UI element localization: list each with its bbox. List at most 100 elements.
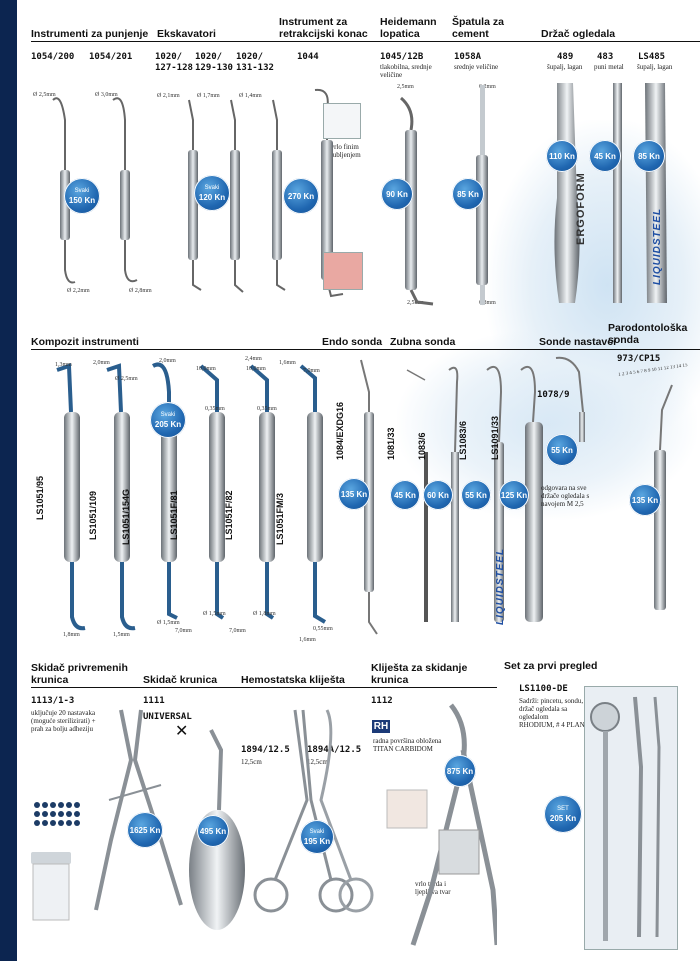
excavator-2 [230, 99, 244, 293]
dimension: 2,0mm [93, 360, 110, 366]
liquidsteel-logo: LIQUIDSTEEL [495, 547, 506, 625]
dimension: 10,0mm [196, 366, 216, 372]
dimension: Ø 2,5mm [115, 376, 138, 382]
dimension: 0,55mm [313, 626, 333, 632]
exam-set-instruments [590, 696, 661, 941]
dimension: 0,35mm [257, 406, 277, 412]
dimension: Ø 2,2mm [67, 288, 90, 294]
note: tlakobilna, srednje veličine [380, 63, 432, 79]
price-badge: 135 Kn [338, 478, 370, 510]
retraction-usage-photo [323, 252, 363, 290]
note: sa vrlo finim nazubljenjem [323, 143, 361, 159]
header-spatula: Špatula za cement [452, 16, 504, 40]
price-badge: 85 Kn [452, 178, 484, 210]
header-excavators: Ekskavatori [157, 28, 216, 40]
code: LS1051/95 [35, 475, 45, 520]
temporary-crown-remover [94, 709, 183, 911]
dimension: 2,0mm [159, 358, 176, 364]
mirror-handle-ls485 [645, 83, 667, 303]
dimension: 1,6mm [299, 637, 316, 643]
dental-probe-2 [448, 366, 459, 622]
composite-instrument-2 [106, 363, 136, 631]
section2-instruments [56, 356, 585, 635]
code: LS485 [638, 52, 666, 62]
dimension: 10,0mm [246, 366, 266, 372]
price-badge: 60 Kn [423, 480, 453, 510]
dimension: Ø 1,8mm [253, 611, 276, 617]
retraction-detail-inset [323, 103, 361, 139]
header-plier: Kliješta za skidanje krunica [371, 662, 468, 686]
code: LS1051/109 [88, 490, 98, 540]
page-sidebar [0, 0, 17, 961]
ergoform-logo: ERGOFORM [575, 172, 587, 245]
dimension: 1,5mm [113, 632, 130, 638]
dimension: 6,8mm [479, 300, 496, 306]
rh-badge: RH [372, 720, 390, 733]
code: 1083/6 [417, 432, 427, 460]
price-badge: 110 Kn [546, 140, 578, 172]
code: LS1051/154G [121, 488, 131, 545]
header-hemostat: Hemostatska kliješta [241, 674, 345, 686]
dimension: 7,0mm [303, 368, 320, 374]
exam-set-photo [584, 686, 678, 950]
dimension: 6,2mm [479, 84, 496, 90]
header-filling: Instrumenti za punjenje [31, 28, 149, 40]
code: LS1100-DE [519, 684, 568, 694]
code: 489 [557, 52, 574, 62]
liquidsteel-logo: LIQUIDSTEEL [652, 207, 663, 285]
composite-instrument-5 [249, 364, 275, 620]
code: 1113/1-3 [31, 696, 75, 706]
code: 129-130 [195, 63, 233, 73]
excavator-3 [272, 99, 286, 291]
composite-instrument-1 [56, 363, 86, 631]
price-badge: 45 Kn [390, 480, 420, 510]
dimension: Ø 1,7mm [197, 93, 220, 99]
code: 1044 [297, 52, 319, 62]
code: 131-132 [236, 63, 274, 73]
code: 1894A/12.5 [307, 745, 362, 755]
note: uključuje 20 nastavaka (moguće sterilizi… [31, 709, 96, 733]
price-badge: 90 Kn [381, 178, 413, 210]
code: 1894/12.5 [241, 745, 290, 755]
header-crown: Skidač krunica [143, 674, 218, 686]
dimension: 2,5mm [407, 300, 424, 306]
plier-tip-inset [438, 829, 480, 875]
dimension: 1,6mm [279, 360, 296, 366]
price-badge: 875 Kn [444, 755, 476, 787]
composite-instrument-3 [152, 362, 178, 620]
code: 973/CP15 [617, 354, 661, 364]
code: LS1051F/82 [224, 490, 234, 540]
mirror-handles [554, 83, 667, 303]
header-nastavci: Sonde nastavci [539, 336, 617, 348]
heidemann-spatula [399, 96, 434, 306]
price-badge: 270 Kn [283, 178, 319, 214]
dental-probe-1 [406, 369, 428, 622]
dimension: Ø 2,8mm [129, 288, 152, 294]
dimension: 7,0mm [175, 628, 192, 634]
filling-instrument-2 [112, 97, 138, 283]
note: šupalj, lagan [547, 63, 583, 71]
mirror-handle-483 [613, 83, 622, 303]
header-composite: Kompozit instrumenti [31, 336, 139, 348]
header-parodont: Parodontološka sonda [608, 322, 688, 346]
dimension: Ø 1,5mm [203, 611, 226, 617]
dental-probe-4 [520, 365, 543, 622]
price-badge: 55 Kn [546, 434, 578, 466]
plier-usage-inset [386, 789, 428, 829]
code: 1020/ [236, 52, 264, 62]
code: 1084/EXDG16 [335, 401, 345, 460]
endo-probe [360, 359, 378, 635]
tip-set [34, 802, 80, 826]
code: 1045/12B [380, 52, 424, 62]
dimension: Ø 1,5mm [157, 620, 180, 626]
price-badge: 495 Kn [197, 815, 229, 847]
code: LS1051F/81 [169, 490, 179, 540]
dimension: 2,4mm [245, 356, 262, 362]
note: 12,5cm [307, 758, 328, 766]
header-mirror: Držač ogledala [541, 28, 616, 40]
dimension: Ø 2,5mm [33, 92, 56, 98]
dimension: 7,0mm [229, 628, 246, 634]
